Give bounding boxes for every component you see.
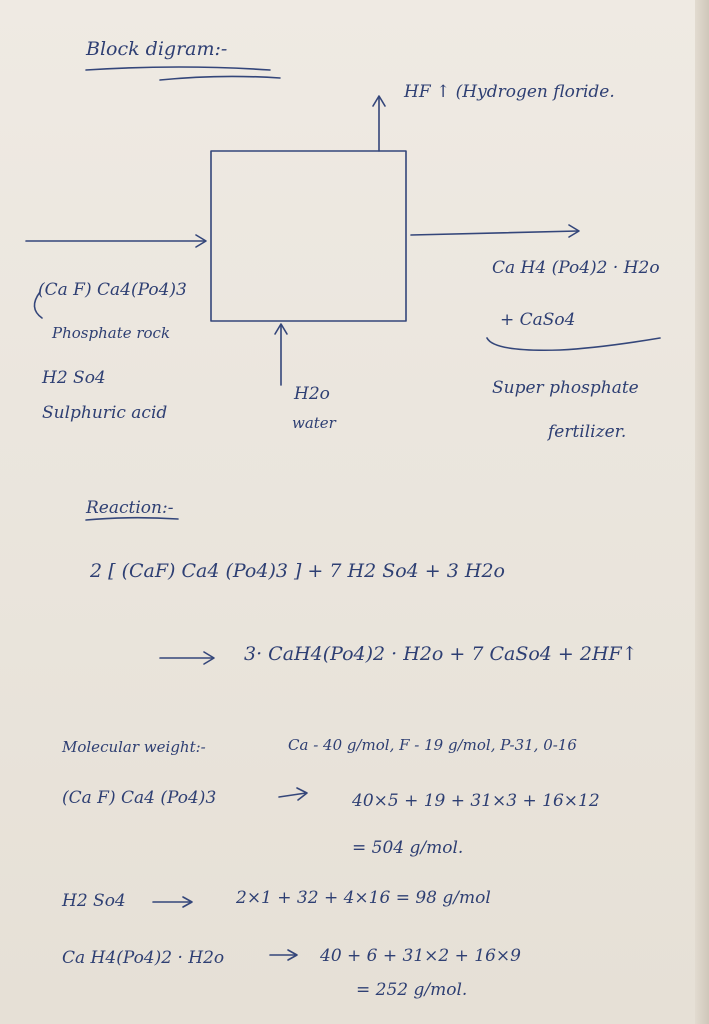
hf-output-label: HF ↑ (Hydrogen floride. (404, 82, 615, 102)
mw-compound-3: Ca H4(Po4)2 · H2o (62, 948, 225, 968)
mw-arrowhead-3 (287, 949, 298, 961)
process-block (210, 150, 407, 322)
reaction-arrowhead (203, 651, 215, 665)
mw-arrow-1 (278, 792, 307, 798)
product-2: + CaSo4 (500, 310, 576, 330)
input-formula: (Ca F) Ca4(Po4)3 (38, 280, 187, 300)
right-output-arrow (410, 230, 579, 236)
product-name-2: fertilizer. (548, 422, 627, 442)
mw-expr-3: 40 + 6 + 31×2 + 16×9 (320, 946, 521, 966)
water-formula: H2o (294, 384, 330, 404)
hook-arrow (33, 291, 43, 319)
mw-compound-2: H2 So4 (62, 891, 126, 911)
reaction-heading: Reaction:- (86, 498, 174, 518)
mw-compound-1: (Ca F) Ca4 (Po4)3 (62, 788, 217, 808)
left-input-arrowhead (195, 234, 207, 248)
product-brace (486, 337, 661, 352)
block-diagram-heading: Block digram:- (86, 38, 228, 60)
acid-name: Sulphuric acid (42, 403, 168, 423)
mw-result-3: = 252 g/mol. (356, 980, 468, 1000)
input-name: Phosphate rock (52, 324, 171, 342)
right-output-arrowhead (568, 224, 580, 238)
page-edge (695, 0, 709, 1024)
acid-formula: H2 So4 (42, 368, 106, 388)
mw-expr-2: 2×1 + 32 + 4×16 = 98 g/mol (236, 888, 491, 908)
reaction-line-2: 3· CaH4(Po4)2 · H2o + 7 CaSo4 + 2HF↑ (244, 643, 638, 665)
reaction-underline (85, 516, 179, 521)
heading-underline-2 (159, 75, 281, 81)
mw-arrowhead-2 (182, 896, 193, 908)
mw-heading: Molecular weight:- (62, 738, 206, 756)
mw-arrowhead-1 (296, 787, 308, 801)
product-1: Ca H4 (Po4)2 · H2o (492, 258, 660, 278)
product-name-1: Super phosphate (492, 378, 639, 398)
mw-expr-1: 40×5 + 19 + 31×3 + 16×12 (352, 791, 600, 811)
reaction-line-1: 2 [ (CaF) Ca4 (Po4)3 ] + 7 H2 So4 + 3 H2… (90, 560, 505, 582)
mw-result-1: = 504 g/mol. (352, 838, 464, 858)
mw-constants: Ca - 40 g/mol, F - 19 g/mol, P-31, 0-16 (288, 736, 577, 754)
bottom-input-arrowhead (274, 323, 288, 335)
heading-underline (85, 66, 271, 71)
water-name: water (292, 414, 336, 432)
top-output-arrowhead (372, 95, 386, 107)
